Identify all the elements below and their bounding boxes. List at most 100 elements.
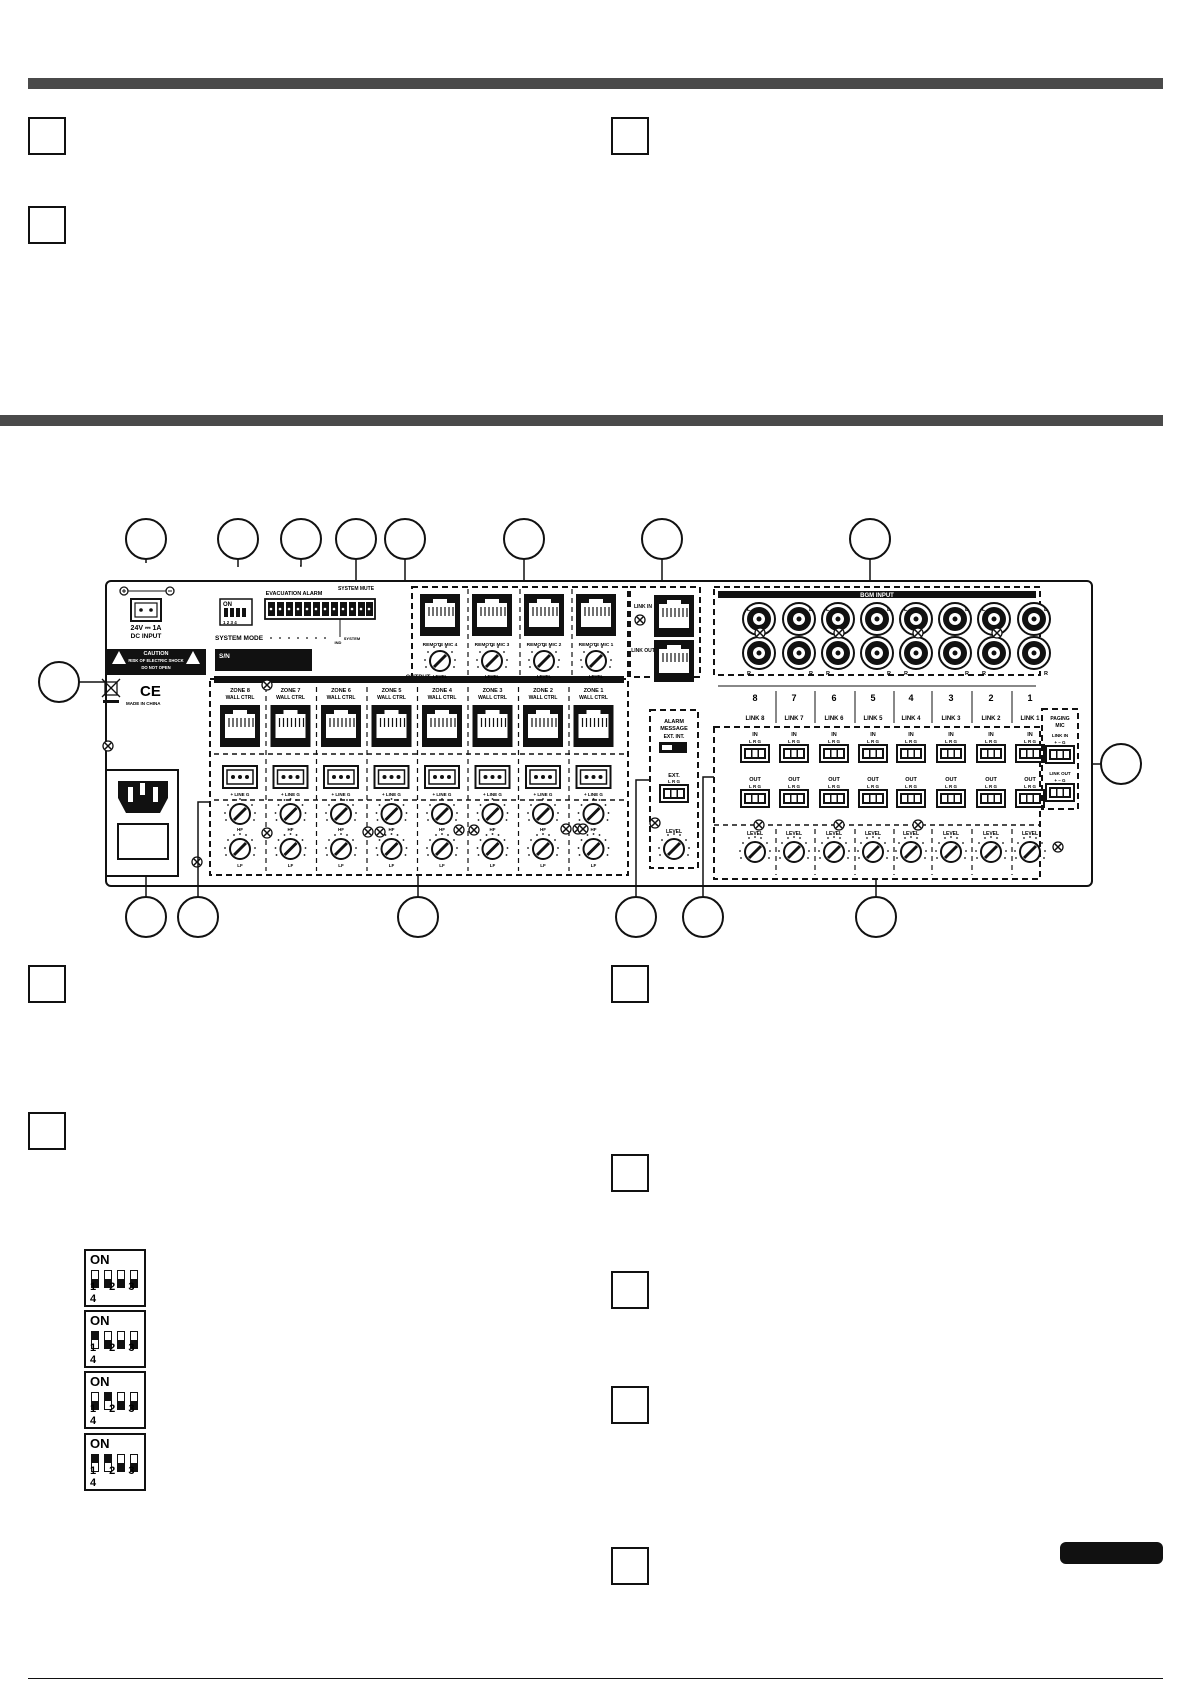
lrg-label: L R G [867, 739, 879, 744]
right-channel-label: R [904, 671, 908, 677]
link-in-label: IN [870, 732, 876, 738]
lrg-label: L R G [788, 784, 800, 789]
link-in-terminal [819, 744, 849, 763]
dip-switch-lever [104, 1392, 112, 1410]
lrg-label: L R G [1024, 784, 1036, 789]
dip-switch-lever [91, 1392, 99, 1410]
dip-switch-lever [130, 1270, 138, 1288]
item-number-box [28, 206, 66, 244]
wall-ctrl-label: WALL CTRL [226, 695, 255, 701]
dip-switch-lever [117, 1331, 125, 1349]
channel-number: 5 [870, 693, 875, 703]
remote-mic-label: REMOTE MIC 1 [579, 642, 614, 648]
hf-label: HF [439, 827, 445, 832]
link-out-label: OUT [749, 777, 761, 783]
dip-on-label: ON [90, 1436, 110, 1451]
power-inlet [105, 769, 179, 877]
link-in-terminal [976, 744, 1006, 763]
left-channel-label: L [826, 607, 830, 613]
system-mode-dip-switch: ON 1 2 3 4 SYSTEM MODE [215, 598, 264, 642]
line-label: + LINE G [332, 792, 351, 797]
weee-icon [101, 678, 121, 703]
hf-label: HF [490, 827, 496, 832]
screw-icon [912, 627, 924, 639]
wall-ctrl-port [269, 704, 312, 748]
screw-icon [577, 823, 589, 835]
dip-switch-lever [104, 1331, 112, 1349]
panel-label: + – G [1054, 740, 1066, 745]
dip-number-labels: 1 2 3 4 [90, 1403, 140, 1427]
wall-ctrl-label: WALL CTRL [276, 695, 305, 701]
dip-switch-lever [104, 1454, 112, 1472]
panel-label: EXT. [668, 773, 680, 779]
panel-label: RISK OF ELECTRIC SHOCK [128, 658, 183, 663]
zone-label: ZONE 8 [230, 688, 250, 694]
channel-number: 1 [1027, 693, 1032, 703]
caution-label: CAUTION RISK OF ELECTRIC SHOCK DO NOT OP… [106, 649, 206, 675]
screw-icon [912, 819, 924, 831]
item-number-box [611, 1154, 649, 1192]
link-in-label: IN [791, 732, 797, 738]
channel-number: 4 [908, 693, 913, 703]
panel-label: L R G [668, 779, 680, 784]
panel-label: DC INPUT [131, 633, 162, 640]
wall-ctrl-label: WALL CTRL [478, 695, 507, 701]
dip-on-label: ON [90, 1313, 110, 1328]
lrg-label: L R G [867, 784, 879, 789]
line-label: + LINE G [231, 792, 250, 797]
link-out-terminal [896, 789, 926, 808]
item-number-box [28, 1112, 66, 1150]
dip-switch-lever [130, 1454, 138, 1472]
wall-ctrl-port [572, 704, 615, 748]
link-out-label: OUT [788, 777, 800, 783]
page-tab-marker [1060, 1542, 1163, 1564]
callout-circle [384, 518, 426, 560]
output-section [209, 678, 629, 876]
remote-mic-port [523, 593, 565, 637]
item-number-box [611, 1547, 649, 1585]
dip-number-labels: 1 2 3 4 [90, 1465, 140, 1489]
panel-label: LINK OUT [1049, 771, 1070, 776]
rca-jack-right [860, 636, 894, 670]
hf-label: HF [288, 827, 294, 832]
rca-jack-right [938, 636, 972, 670]
line-output-terminal [525, 765, 561, 789]
link-out-label: OUT [1024, 777, 1036, 783]
panel-label: MADE IN CHINA [126, 701, 161, 706]
wall-ctrl-label: WALL CTRL [579, 695, 608, 701]
remote-mic-label: REMOTE MIC 3 [475, 642, 510, 648]
screw-icon [261, 679, 273, 691]
ce-mark: CE [140, 683, 161, 700]
link-out-terminal [858, 789, 888, 808]
link-in-terminal [779, 744, 809, 763]
zone-label: ZONE 7 [281, 688, 301, 694]
screw-icon [453, 824, 465, 836]
panel-label: SYSTEM MUTE [338, 586, 375, 592]
link-in-terminal [1015, 744, 1045, 763]
callout-circle [855, 896, 897, 938]
hf-label: HF [237, 827, 243, 832]
system-mode-label: SYSTEM MODE [215, 635, 264, 642]
callout-circle [849, 518, 891, 560]
wall-ctrl-label: WALL CTRL [377, 695, 406, 701]
link-label: LINK 8 [745, 716, 765, 722]
dc-input-section: 24V ⎓ 1A DC INPUT [119, 586, 175, 640]
lf-label: LF [338, 863, 344, 868]
line-label: + LINE G [382, 792, 401, 797]
right-channel-label: R [887, 671, 891, 677]
link-out-label: OUT [985, 777, 997, 783]
lrg-label: L R G [945, 739, 957, 744]
zone-label: ZONE 4 [432, 688, 453, 694]
zone-label: ZONE 6 [331, 688, 351, 694]
zone-label: ZONE 1 [584, 688, 604, 694]
callout-circle [615, 896, 657, 938]
remote-mic-port [575, 593, 617, 637]
link-in-terminal [936, 744, 966, 763]
link-in-terminal [858, 744, 888, 763]
rear-panel-diagram: 24V ⎓ 1A DC INPUT ON 1 2 3 4 SYSTEM MODE… [38, 518, 1142, 938]
section-header-bar-middle [0, 415, 1163, 426]
dip-switch-lever [91, 1454, 99, 1472]
callout-circle [335, 518, 377, 560]
dip-switch-setting-figure: ON 1 2 3 4 [84, 1433, 146, 1491]
dip-switch-lever [117, 1392, 125, 1410]
